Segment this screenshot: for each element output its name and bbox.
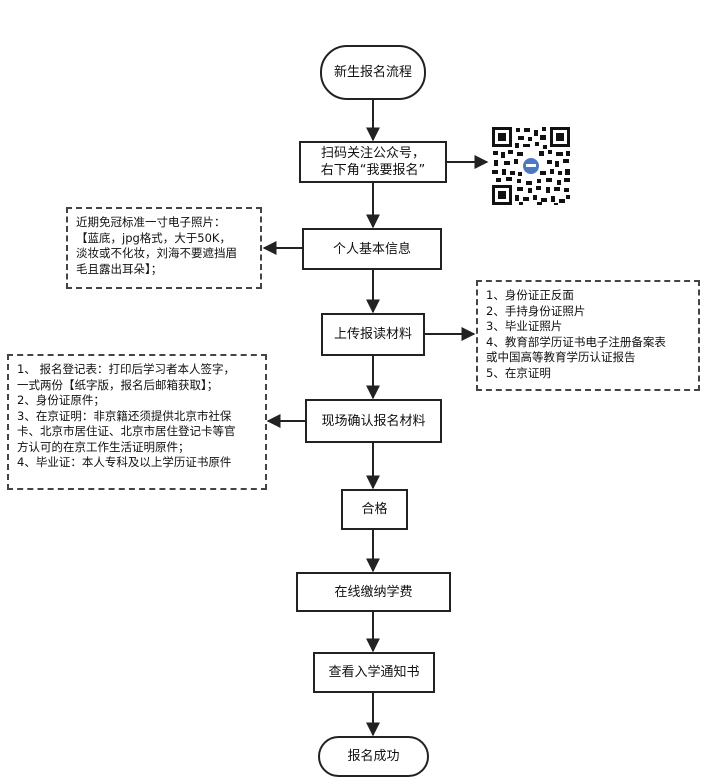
qr-code-icon [490,125,572,207]
start-node: 新生报名流程 [320,45,426,100]
photo-note-line: 近期免冠标准一寸电子照片： [76,215,226,229]
confirm-label: 现场确认报名材料 [321,413,426,429]
onsite-note-line: 3、在京证明：非京籍还须提供北京市社保 [17,408,232,423]
upload-materials-step: 上传报读材料 [321,313,425,356]
onsite-materials-note: 1、 报名登记表：打印后学习者本人签字， 一式两份【纸字版，报名后邮箱获取】； … [7,354,267,490]
notice-label: 查看入学通知书 [328,665,420,680]
upload-note-line: 3、毕业证照片 [486,319,563,333]
photo-requirements-note: 近期免冠标准一寸电子照片： 【蓝底，jpg格式，大于50K， 淡妆或不化妆，刘海… [66,207,262,289]
photo-note-line: 【蓝底，jpg格式，大于50K， [76,230,231,245]
upload-note-line: 1、身份证正反面 [486,288,574,302]
pay-label: 在线缴纳学费 [334,584,413,600]
scan-qr-step: 扫码关注公众号， 右下角“我要报名” [299,141,447,183]
photo-note-line: 淡妆或不化妆，刘海不要遮挡眉 [76,246,237,260]
onsite-note-line: 1、 报名登记表：打印后学习者本人签字， [17,362,235,376]
upload-note-line: 或中国高等教育学历认证报告 [486,350,636,364]
upload-note-line: 2、手持身份证照片 [486,303,586,318]
upload-note-line: 4、教育部学历证书电子注册备案表 [486,334,666,349]
onsite-confirm-step: 现场确认报名材料 [305,399,442,443]
upload-label: 上传报读材料 [333,327,412,342]
end-node: 报名成功 [318,736,429,777]
basic-info-label: 个人基本信息 [332,241,411,257]
pass-label: 合格 [361,502,388,517]
admission-notice-step: 查看入学通知书 [313,652,435,693]
basic-info-step: 个人基本信息 [302,228,442,270]
end-label: 报名成功 [347,749,400,764]
pay-tuition-step: 在线缴纳学费 [296,572,451,612]
pass-step: 合格 [341,489,408,530]
onsite-note-line: 2、身份证原件； [17,393,105,407]
upload-materials-note: 1、身份证正反面 2、手持身份证照片 3、毕业证照片 4、教育部学历证书电子注册… [476,280,700,391]
scan-label-line-1: 扫码关注公众号， [320,146,425,161]
onsite-note-line: 卡、北京市居住证、北京市居住登记卡等官 [17,424,236,438]
scan-label-line-2: 右下角“我要报名” [320,163,426,178]
onsite-note-line: 4、毕业证：本人专科及以上学历证书原件 [17,455,232,469]
onsite-note-line: 方认可的在京工作生活证明原件； [17,439,190,454]
start-label: 新生报名流程 [333,65,412,80]
photo-note-line: 毛且露出耳朵】； [76,261,163,276]
onsite-note-line: 一式两份【纸字版，报名后邮箱获取】； [17,377,219,392]
upload-note-line: 5、在京证明 [486,365,551,380]
